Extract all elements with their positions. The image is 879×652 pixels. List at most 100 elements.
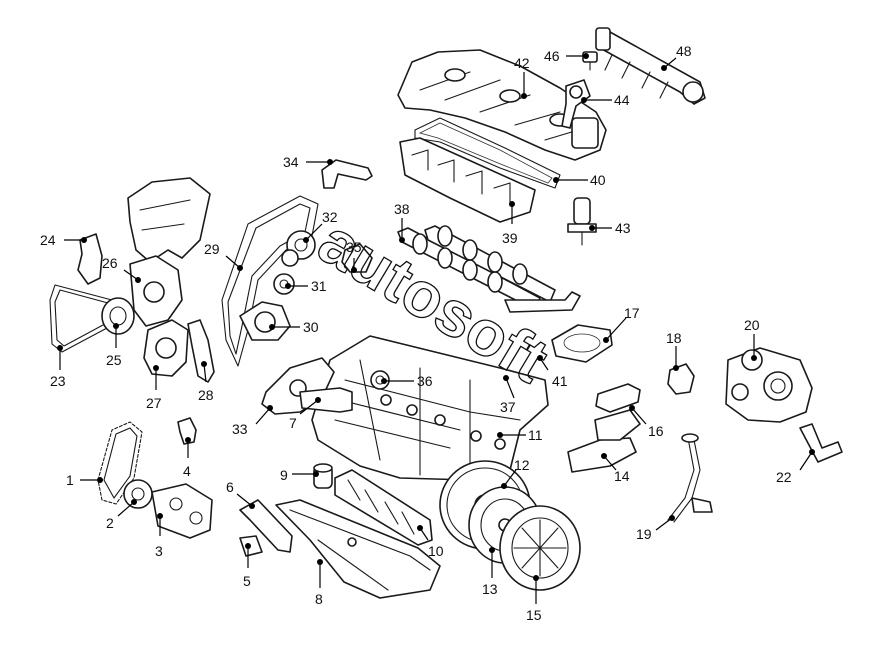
callout-29: 29 xyxy=(204,241,243,271)
part-outlet-gasket xyxy=(551,324,613,363)
svg-text:48: 48 xyxy=(676,43,692,59)
callout-33: 33 xyxy=(232,405,273,437)
part-valve-44 xyxy=(561,79,591,129)
callout-24: 24 xyxy=(40,232,87,248)
callout-36: 36 xyxy=(381,373,433,389)
part-guide-28 xyxy=(187,319,215,383)
svg-text:26: 26 xyxy=(102,255,118,271)
svg-text:37: 37 xyxy=(500,399,516,415)
svg-text:31: 31 xyxy=(311,278,327,294)
callout-32: 32 xyxy=(303,209,338,243)
part-pressure-plate xyxy=(499,505,581,591)
part-oil-pan xyxy=(275,499,441,599)
callout-2: 2 xyxy=(106,499,137,531)
callout-37: 37 xyxy=(500,375,516,415)
part-sprocket xyxy=(123,479,153,509)
svg-text:25: 25 xyxy=(106,352,122,368)
callout-35: 35 xyxy=(346,239,362,273)
svg-text:2: 2 xyxy=(106,515,114,531)
svg-text:24: 24 xyxy=(40,232,56,248)
callout-40: 40 xyxy=(553,172,606,188)
part-timing-chain xyxy=(97,421,143,505)
callout-28: 28 xyxy=(198,361,214,403)
callout-1: 1 xyxy=(66,472,103,488)
callout-23: 23 xyxy=(50,345,66,389)
svg-text:32: 32 xyxy=(322,209,338,225)
callout-12: 12 xyxy=(501,457,530,489)
callout-26: 26 xyxy=(102,255,141,283)
callout-5: 5 xyxy=(243,543,251,589)
svg-text:39: 39 xyxy=(502,230,518,246)
svg-text:30: 30 xyxy=(303,319,319,335)
svg-text:13: 13 xyxy=(482,581,498,597)
part-camshafts xyxy=(397,225,556,311)
part-bracket-24 xyxy=(77,233,103,285)
svg-text:29: 29 xyxy=(204,241,220,257)
svg-text:34: 34 xyxy=(283,154,299,170)
callout-27: 27 xyxy=(146,365,162,411)
svg-text:12: 12 xyxy=(514,457,530,473)
part-idler-31 xyxy=(273,273,295,295)
callout-13: 13 xyxy=(482,547,498,597)
part-oil-pump xyxy=(151,483,213,539)
svg-text:8: 8 xyxy=(315,591,323,607)
part-oil-filter-housing xyxy=(725,347,813,423)
svg-text:33: 33 xyxy=(232,421,248,437)
callout-9: 9 xyxy=(280,467,319,483)
part-timing-cover-upper xyxy=(127,177,211,263)
callout-30: 30 xyxy=(269,319,319,335)
part-crank-pulley xyxy=(101,297,135,335)
svg-text:16: 16 xyxy=(648,423,664,439)
callout-39: 39 xyxy=(502,201,518,246)
svg-text:4: 4 xyxy=(183,463,191,479)
part-hose-34 xyxy=(321,159,373,189)
callout-41: 41 xyxy=(537,355,568,389)
callout-15: 15 xyxy=(526,575,542,623)
part-bush-9 xyxy=(313,463,333,489)
svg-text:41: 41 xyxy=(552,373,568,389)
svg-text:19: 19 xyxy=(636,526,652,542)
svg-text:10: 10 xyxy=(428,543,444,559)
callout-8: 8 xyxy=(315,559,323,607)
part-fuel-rail xyxy=(595,27,706,105)
svg-text:17: 17 xyxy=(624,305,640,321)
part-bracket-16 xyxy=(595,383,641,413)
part-timing-cover-lower xyxy=(129,255,183,327)
svg-text:11: 11 xyxy=(528,427,543,443)
svg-text:23: 23 xyxy=(50,373,66,389)
svg-text:3: 3 xyxy=(155,543,163,559)
callout-38: 38 xyxy=(394,201,410,243)
svg-text:27: 27 xyxy=(146,395,162,411)
svg-text:9: 9 xyxy=(280,467,288,483)
callout-7: 7 xyxy=(289,397,321,431)
callout-46: 46 xyxy=(544,48,589,64)
svg-text:42: 42 xyxy=(514,55,530,71)
part-sensor-43 xyxy=(567,197,597,246)
part-sensor-18 xyxy=(667,363,695,395)
callout-43: 43 xyxy=(589,220,631,236)
callout-14: 14 xyxy=(601,453,630,484)
part-bracket-35 xyxy=(341,243,373,273)
part-dipstick-tube xyxy=(667,433,713,523)
svg-text:18: 18 xyxy=(666,330,682,346)
part-timing-belt xyxy=(221,195,319,367)
part-front-plate xyxy=(143,319,189,377)
callout-10: 10 xyxy=(417,525,444,559)
callout-16: 16 xyxy=(629,405,664,439)
callout-22: 22 xyxy=(776,449,815,485)
part-fitting-4 xyxy=(177,417,197,445)
svg-text:28: 28 xyxy=(198,387,214,403)
callout-31: 31 xyxy=(285,278,327,294)
svg-text:5: 5 xyxy=(243,573,251,589)
callout-6: 6 xyxy=(226,479,255,509)
part-hose-22 xyxy=(799,423,843,463)
svg-text:6: 6 xyxy=(226,479,234,495)
callout-4: 4 xyxy=(183,437,191,479)
part-water-pump xyxy=(239,301,291,341)
callout-42: 42 xyxy=(514,55,530,99)
callout-25: 25 xyxy=(106,323,122,368)
callout-19: 19 xyxy=(636,515,675,542)
svg-text:43: 43 xyxy=(615,220,631,236)
svg-text:40: 40 xyxy=(590,172,606,188)
